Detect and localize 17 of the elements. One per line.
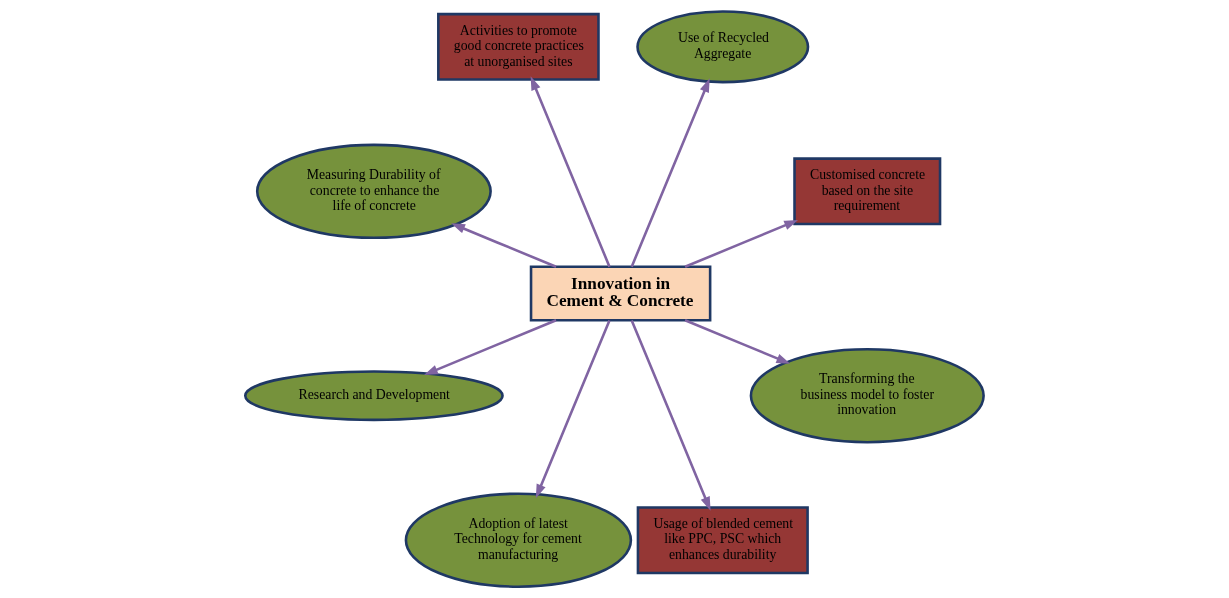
arrow bbox=[630, 78, 710, 268]
arrow bbox=[630, 319, 711, 511]
node-ellipse: Transforming the business model to foster innovation bbox=[749, 347, 985, 444]
node-ellipse: Adoption of latest Technology for cement manufacturing bbox=[404, 492, 633, 588]
node-ellipse: Use of Recycled Aggregate bbox=[636, 10, 810, 84]
arrow bbox=[684, 319, 791, 364]
node-box: Customised concrete based on the site requirement bbox=[793, 157, 942, 226]
arrow bbox=[684, 220, 799, 268]
arrow bbox=[424, 319, 557, 375]
node-box: Innovation in Cement & Concrete bbox=[529, 265, 712, 322]
node-ellipse: Measuring Durability of concrete to enhance the life of concrete bbox=[255, 143, 492, 240]
node-box: Usage of blended cement like PPC, PSC which enhances durability bbox=[636, 506, 809, 575]
arrow bbox=[535, 319, 611, 499]
arrow bbox=[530, 76, 611, 268]
arrow bbox=[451, 223, 557, 268]
node-box: Activities to promote good concrete practices at unorganised sites bbox=[437, 12, 600, 81]
node-ellipse: Research and Development bbox=[244, 370, 504, 422]
